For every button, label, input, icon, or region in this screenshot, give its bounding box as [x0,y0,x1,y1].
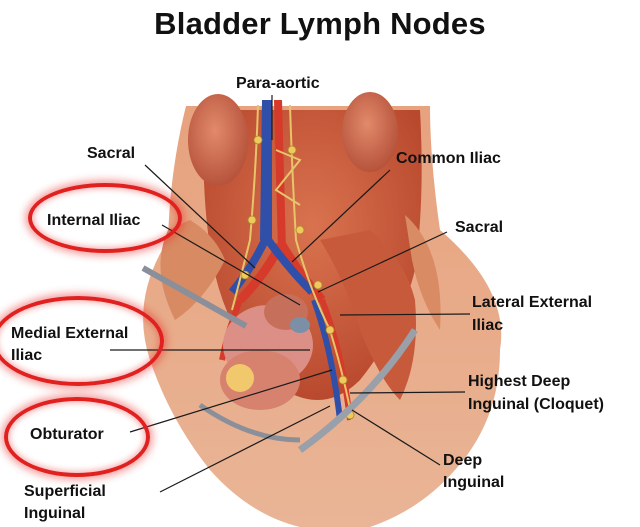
label-medial-external-iliac-line2: Iliac [11,347,43,364]
label-common-iliac: Common Iliac [396,150,501,167]
left-kidney [188,94,248,186]
retractor-right [297,328,418,453]
label-sacral-right: Sacral [455,219,504,236]
label-superficial-inguinal-line1: Superficial [24,483,106,500]
label-sacral-left: Sacral [87,145,136,162]
diagram-title: Bladder Lymph Nodes [154,6,486,41]
left-iliac-muscle [160,220,225,320]
label-medial-external-iliac-line1: Medial External [11,325,129,342]
seminal-vesicle [290,317,310,333]
aorta [274,100,286,250]
label-lateral-external-iliac-line1: Lateral External [472,294,593,311]
left-femoral-head [226,364,254,392]
label-highest-deep-inguinal-line2: Inguinal (Cloquet) [468,396,604,413]
vena-cava [260,100,272,240]
retractor-lower [198,402,301,443]
right-common-iliac-vein [264,237,315,295]
right-kidney [342,92,398,172]
right-external-iliac-vein [311,298,343,421]
label-para-aortic: Para-aortic [236,75,320,92]
highlight-ring-internal-iliac [28,183,182,253]
label-highest-deep-inguinal-line1: Highest Deep [468,373,571,390]
right-external-iliac-artery [319,298,353,421]
retractor-left [141,265,248,329]
label-deep-inguinal-line1: Deep [443,452,483,469]
label-lateral-external-iliac-line2: Iliac [472,317,504,334]
left-common-iliac-vein [228,236,270,295]
label-deep-inguinal-line2: Inguinal [443,474,505,491]
right-iliac-muscle [405,215,441,330]
highlight-ring-medial-external-iliac [0,296,164,386]
highlight-ring-obturator [4,397,150,477]
right-common-iliac-artery [278,242,326,303]
label-obturator: Obturator [30,426,104,443]
lymph-nodes [240,135,355,420]
label-internal-iliac: Internal Iliac [47,212,141,229]
label-superficial-inguinal-line2: Inguinal [24,505,86,522]
